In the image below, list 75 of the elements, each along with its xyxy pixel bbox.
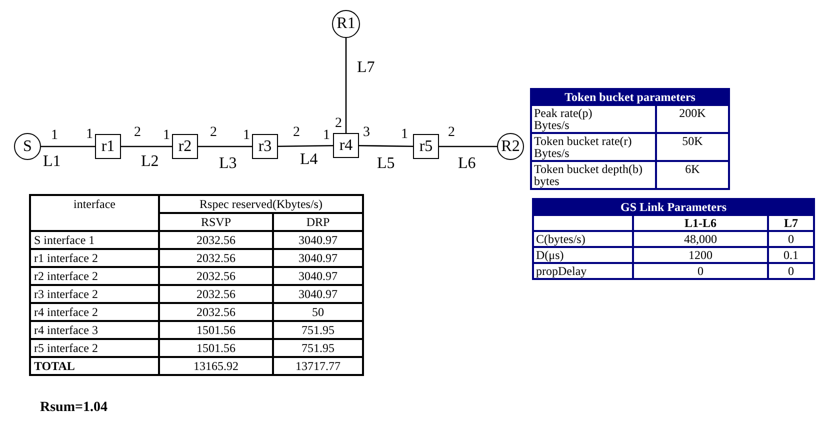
port-number: 2 (210, 126, 217, 140)
value-cell: 0 (768, 231, 814, 247)
value-cell: 200K (656, 105, 730, 133)
value-cell: 6K (656, 161, 730, 189)
value-cell: 3040.97 (273, 285, 363, 303)
row-label: r2 interface 2 (30, 267, 159, 285)
port-number: 1 (323, 129, 330, 143)
row-label: r1 interface 2 (30, 249, 159, 267)
link-line (359, 145, 413, 147)
value-cell: 2032.56 (159, 285, 273, 303)
column-header: Rspec reserved(Kbytes/s) (159, 195, 363, 213)
port-number: 2 (335, 117, 342, 131)
value-cell: 3040.97 (273, 267, 363, 285)
value-cell: 1200 (633, 247, 768, 263)
value-cell: 1501.56 (159, 321, 273, 339)
port-number: 2 (134, 126, 141, 140)
port-number: 1 (401, 128, 408, 142)
value-cell: 1501.56 (159, 339, 273, 357)
router-box: r3 (252, 134, 278, 159)
row-label: propDelay (533, 263, 633, 279)
value-cell: 751.95 (273, 339, 363, 357)
row-label: r4 interface 3 (30, 321, 159, 339)
host-circle: S (14, 133, 41, 160)
port-number: 2 (448, 126, 455, 140)
value-cell: 48,000 (633, 231, 768, 247)
column-header: RSVP (159, 213, 273, 231)
value-cell: 2032.56 (159, 249, 273, 267)
value-cell: 13165.92 (159, 357, 273, 375)
port-number: 1 (86, 128, 93, 142)
value-cell: 751.95 (273, 321, 363, 339)
value-cell: 2032.56 (159, 303, 273, 321)
port-number: 2 (293, 126, 300, 140)
host-circle: R2 (497, 133, 524, 160)
parameter-name: Token bucket depth(b) bytes (531, 161, 656, 189)
row-label: TOTAL (30, 357, 159, 375)
column-header: L7 (768, 215, 814, 231)
router-box: r2 (172, 134, 198, 159)
parameter-name: Token bucket rate(r) Bytes/s (531, 133, 656, 161)
link-line (121, 146, 172, 148)
link-line (198, 146, 252, 148)
table-title: Token bucket parameters (531, 89, 730, 105)
value-cell: 50 (273, 303, 363, 321)
value-cell: 50K (656, 133, 730, 161)
value-cell: 0 (633, 263, 768, 279)
note-text: Rsum=1.04 (40, 401, 108, 415)
router-box: r5 (413, 134, 439, 159)
link-line (345, 38, 347, 133)
value-cell: 0 (768, 263, 814, 279)
row-label: C(bytes/s) (533, 231, 633, 247)
port-number: 1 (243, 129, 250, 143)
row-label: r3 interface 2 (30, 285, 159, 303)
value-cell: 13717.77 (273, 357, 363, 375)
row-label: r5 interface 2 (30, 339, 159, 357)
row-label: D(μs) (533, 247, 633, 263)
port-number: 3 (363, 126, 370, 140)
column-header: L1-L6 (633, 215, 768, 231)
port-number: 1 (163, 129, 170, 143)
value-cell: 3040.97 (273, 249, 363, 267)
router-box: r4 (333, 133, 359, 158)
row-label: S interface 1 (30, 231, 159, 249)
link-line (439, 146, 497, 148)
value-cell: 2032.56 (159, 231, 273, 249)
value-cell: 3040.97 (273, 231, 363, 249)
host-circle: R1 (332, 10, 360, 38)
row-label: r4 interface 2 (30, 303, 159, 321)
value-cell: 2032.56 (159, 267, 273, 285)
link-line (278, 145, 333, 147)
router-box: r1 (95, 134, 121, 159)
link-line (41, 146, 95, 148)
parameter-name: Peak rate(p) Bytes/s (531, 105, 656, 133)
column-header: DRP (273, 213, 363, 231)
column-header: interface (30, 195, 159, 231)
table-title: GS Link Parameters (533, 199, 814, 215)
port-number: 1 (51, 129, 58, 143)
value-cell: 0.1 (768, 247, 814, 263)
